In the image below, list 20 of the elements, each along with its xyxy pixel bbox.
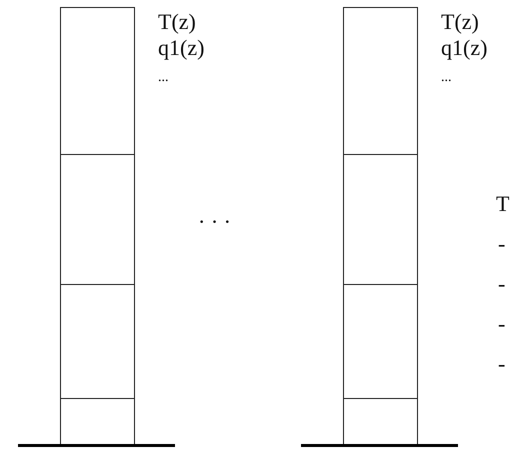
layer-box	[60, 7, 135, 155]
variable-label: T(z)	[158, 10, 196, 34]
variable-label: q1(z)	[441, 36, 488, 60]
variable-label: ...	[158, 69, 168, 87]
text-label: -	[498, 272, 506, 296]
ellipsis-label: · · ·	[198, 210, 231, 234]
text-label: -	[498, 352, 506, 376]
text-label: -	[498, 232, 506, 256]
layer-box	[60, 154, 135, 285]
text-label: -	[498, 312, 506, 336]
layer-box	[60, 284, 135, 399]
variable-label: q1(z)	[158, 36, 204, 60]
layer-box	[343, 398, 418, 447]
layer-box	[343, 7, 418, 155]
variable-label: T(z)	[441, 10, 479, 34]
text-label: T	[496, 192, 510, 216]
variable-label: ...	[441, 69, 452, 87]
layer-box	[343, 284, 418, 399]
layer-box	[343, 154, 418, 285]
layer-box	[60, 398, 135, 447]
